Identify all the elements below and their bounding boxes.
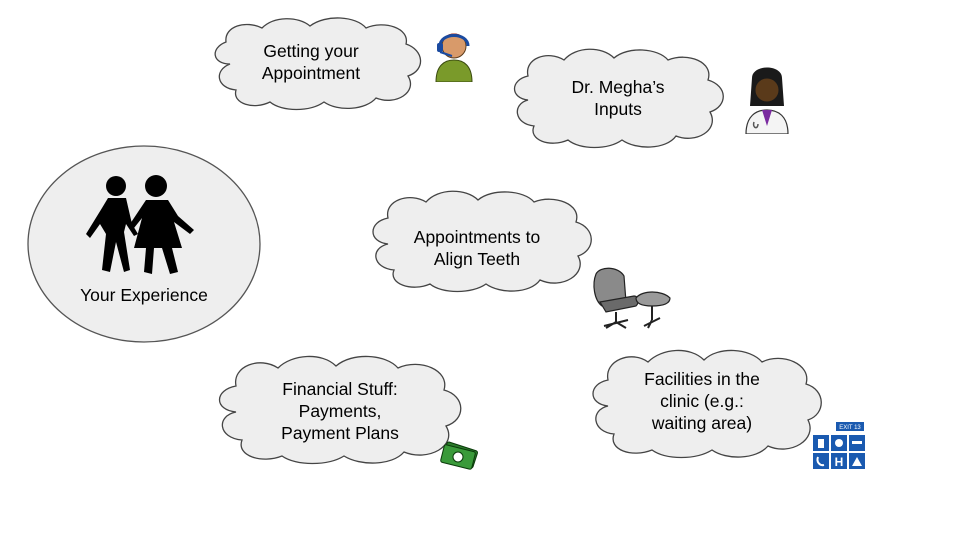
cloud-financial <box>210 350 474 468</box>
facilities-label: Facilities in the clinic (e.g.: waiting … <box>644 369 760 433</box>
facilities-sign-icon: EXIT 13 H <box>812 422 866 470</box>
cloud-doctor <box>506 42 732 152</box>
money-icon <box>440 440 480 470</box>
dental-chair-icon <box>590 266 672 330</box>
financial-label: Financial Stuff: Payments, Payment Plans <box>281 379 399 443</box>
align-label: Appointments to Align Teeth <box>413 227 541 269</box>
cloud-appointment <box>206 12 428 112</box>
doctor-icon <box>742 66 792 135</box>
cloud-facilities <box>584 342 834 464</box>
exit-sign-text: EXIT 13 <box>839 425 861 431</box>
svg-text:H: H <box>835 455 844 469</box>
doctor-label: Dr. Megha’s Inputs <box>571 77 665 119</box>
center-label: Your Experience <box>80 285 208 305</box>
children-walking-icon <box>78 172 204 278</box>
cloud-align <box>364 186 602 296</box>
appointment-label: Getting your Appointment <box>261 41 361 83</box>
receptionist-headset-icon <box>432 28 476 83</box>
